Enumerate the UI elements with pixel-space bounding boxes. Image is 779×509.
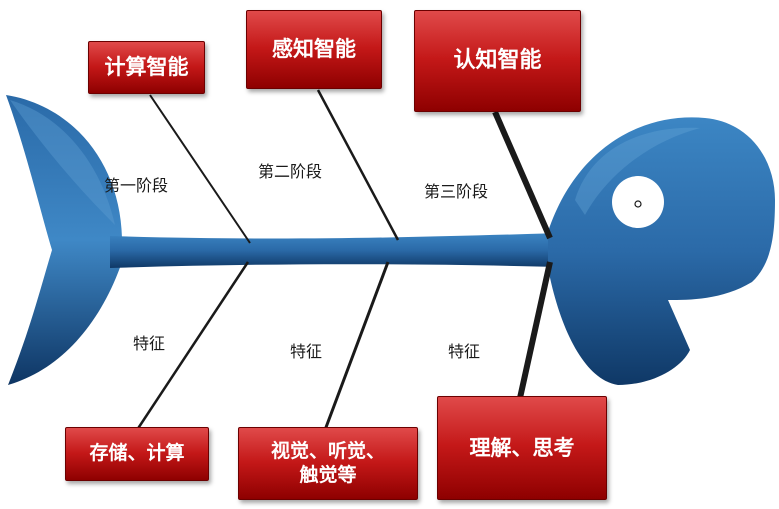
bone-top-3 [492, 110, 553, 240]
stage-1-label: 第一阶段 [104, 176, 169, 195]
stage-2-feature-label: 特征 [290, 342, 323, 361]
stage-2-label: 第二阶段 [258, 162, 323, 181]
bone-bottom-3 [517, 261, 553, 399]
bone-top-2 [316, 89, 400, 241]
fish-spine [110, 232, 600, 268]
fish-eye [612, 176, 664, 228]
stage-1-feature-box: 存储、计算 [65, 427, 209, 481]
stage-3-feature-label: 特征 [448, 342, 481, 361]
fish-tail [6, 95, 122, 385]
stage-3-title-box: 认知智能 [414, 10, 581, 112]
stage-2-feature-box: 视觉、听觉、 触觉等 [238, 427, 418, 500]
stage-3-feature-box: 理解、思考 [437, 396, 607, 500]
fish-pupil [634, 200, 642, 208]
fish-head [548, 117, 775, 386]
bone-bottom-2 [323, 261, 390, 431]
stage-1-feature-label: 特征 [133, 334, 166, 353]
bone-top-1 [149, 94, 251, 244]
bone-bottom-1 [135, 261, 250, 431]
stage-1-title-box: 计算智能 [88, 41, 205, 94]
stage-2-title-box: 感知智能 [246, 10, 382, 89]
fish-tail-highlight [10, 100, 115, 225]
stage-3-label: 第三阶段 [424, 182, 489, 201]
fish-head-highlight [575, 127, 700, 215]
